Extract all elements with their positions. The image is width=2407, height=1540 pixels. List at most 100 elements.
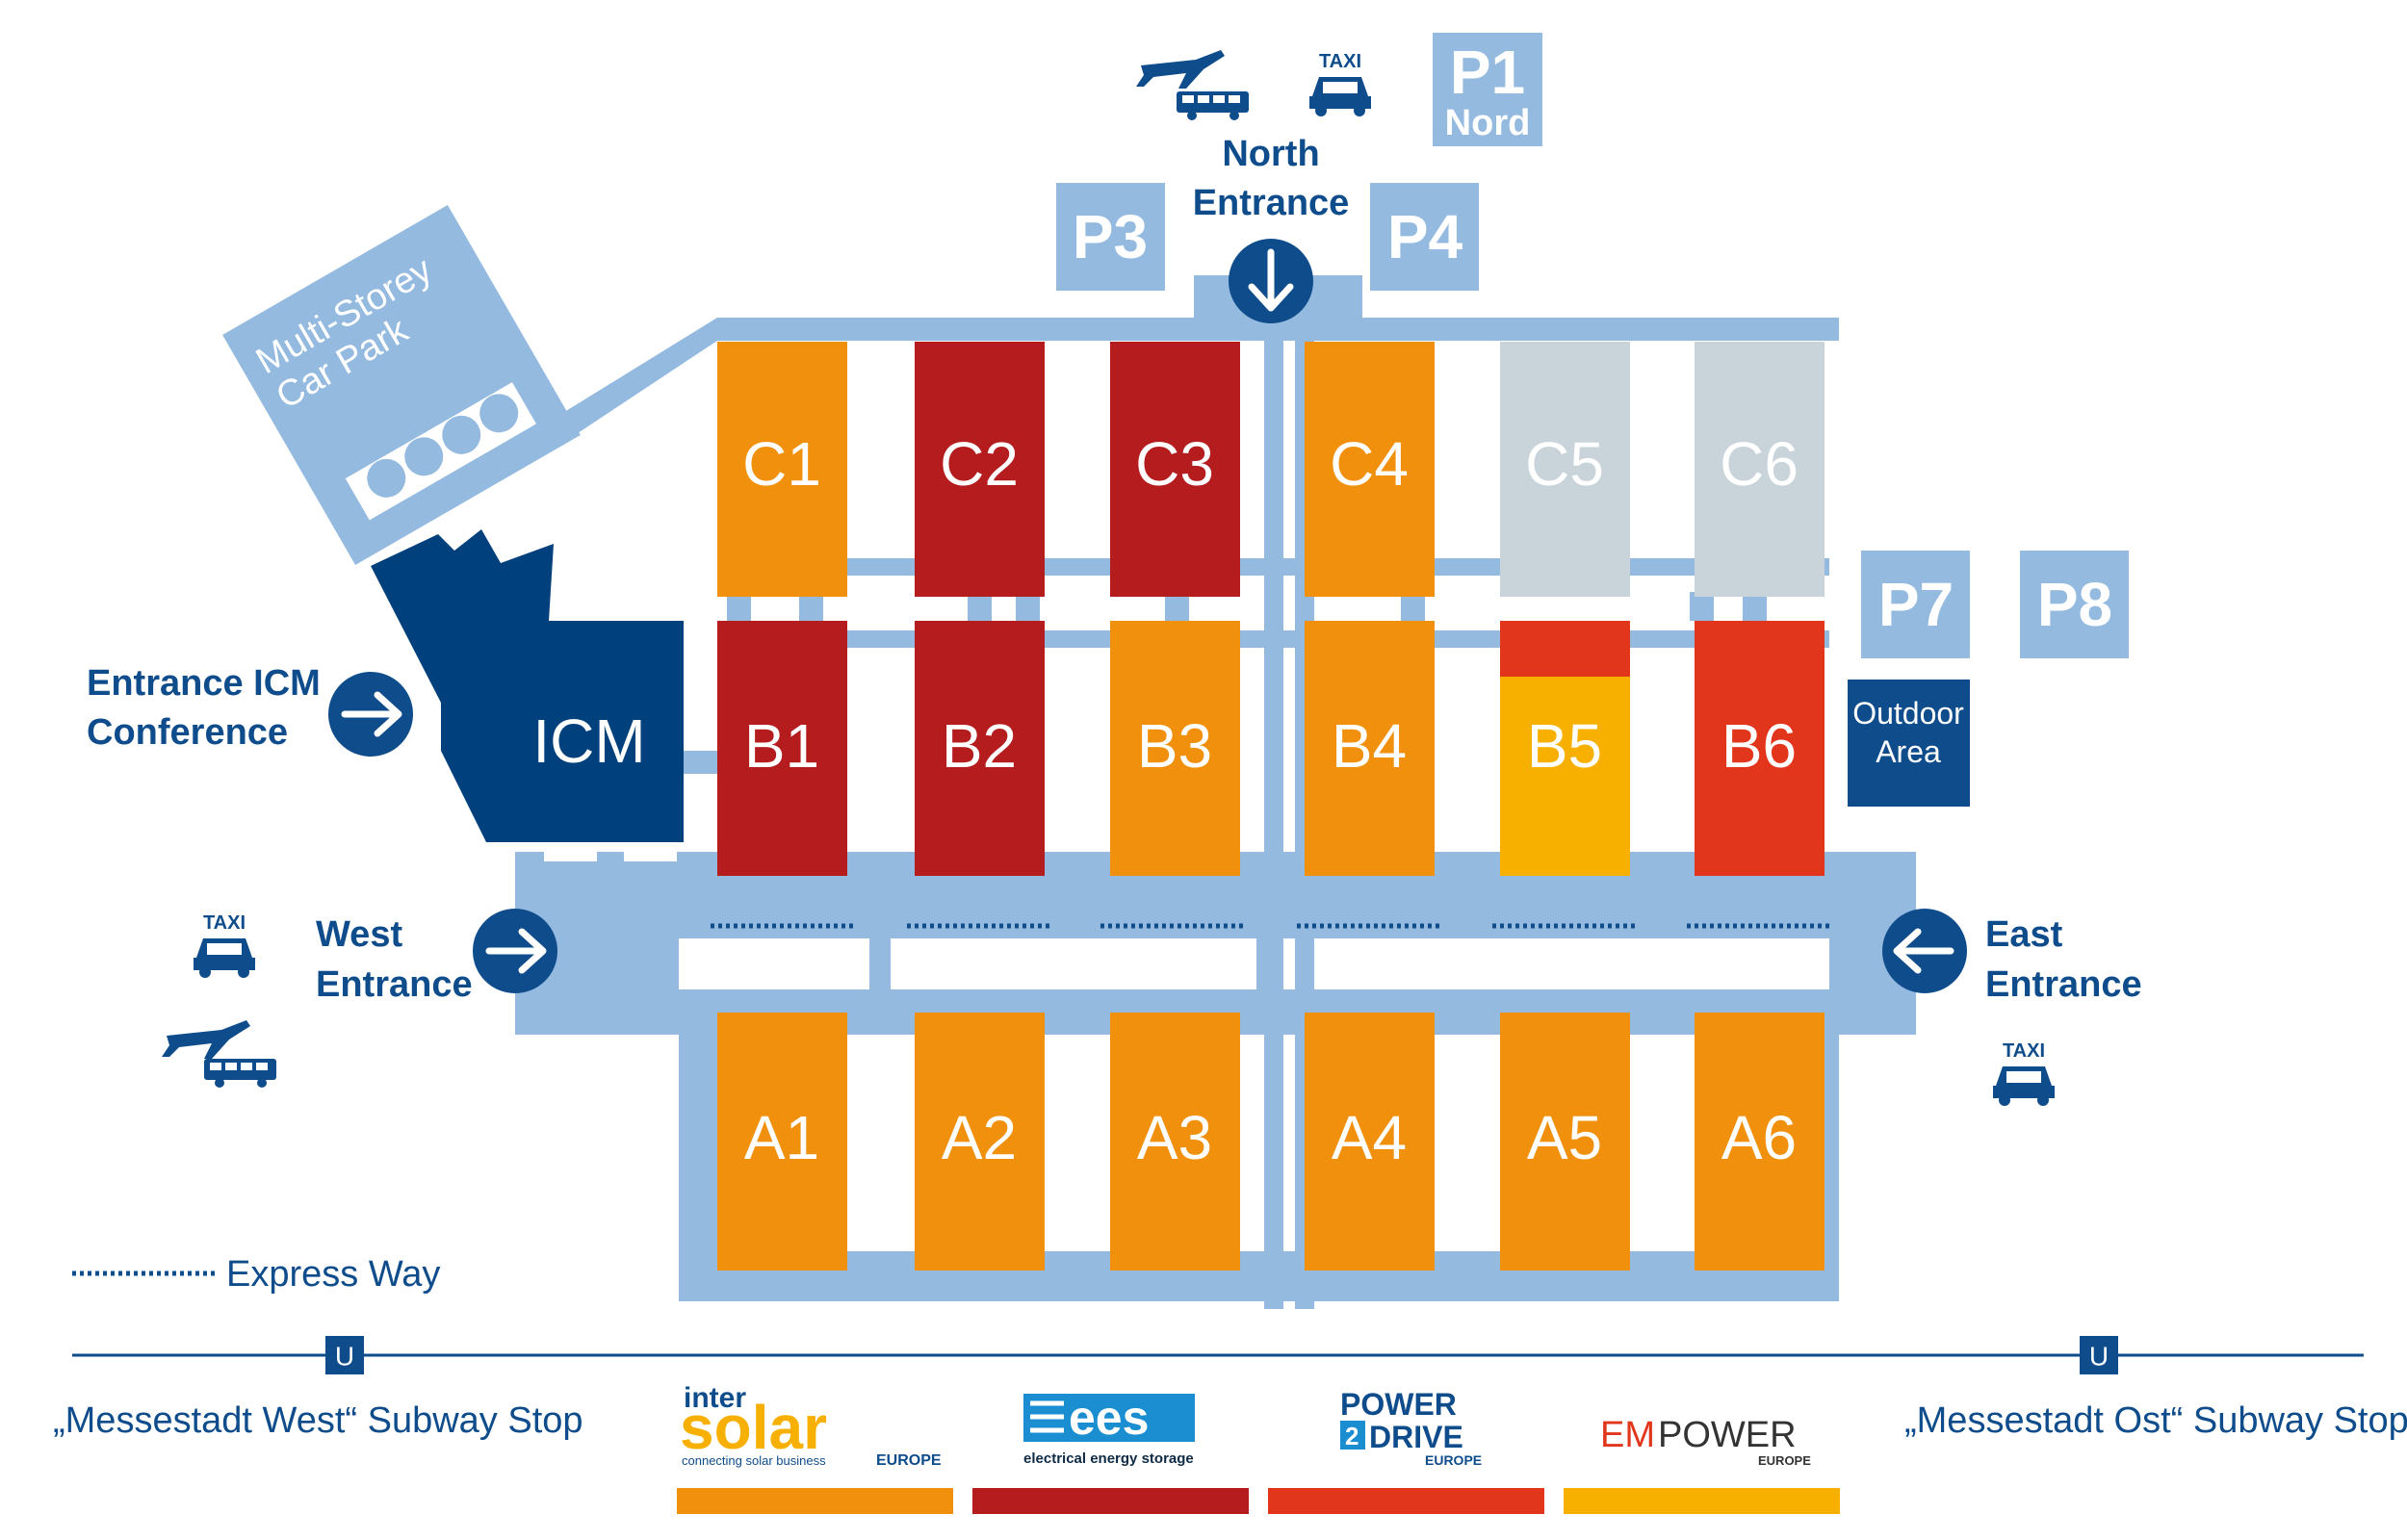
hall-b1[interactable] [717, 621, 847, 876]
ees-logo: ees electrical energy storage [1023, 1391, 1195, 1467]
hall-b6-label: B6 [1721, 711, 1797, 781]
car-park-spiral-4 [479, 394, 519, 433]
hall-b1-label: B1 [744, 711, 819, 781]
hall-c5-label: C5 [1525, 429, 1604, 499]
hall-a3[interactable] [1110, 1013, 1240, 1270]
hall-c2-label: C2 [940, 429, 1019, 499]
arrow-left-icon [1882, 909, 1967, 993]
hall-b5-top-band [1500, 621, 1630, 677]
subway-east-label: „Messestadt Ost“ Subway Stop [1904, 1400, 2407, 1441]
parking-p8[interactable]: P8 [2020, 551, 2129, 658]
subway-u-west: U [335, 1342, 354, 1372]
parking-p1[interactable]: P1 Nord [1433, 33, 1542, 146]
icm-building[interactable]: ICM [371, 529, 684, 842]
ees-lines-icon [1030, 1400, 1064, 1433]
car-park-connector [549, 318, 717, 443]
empower-region: EUROPE [1758, 1453, 1811, 1468]
ees-main: ees [1069, 1391, 1149, 1445]
ees-tagline: electrical energy storage [1023, 1450, 1194, 1467]
icm-entrance-line2: Conference [87, 712, 288, 753]
outdoor-line1: Outdoor [1852, 696, 1964, 731]
hall-c5[interactable] [1500, 342, 1630, 597]
icm-entrance[interactable]: Entrance ICM Conference [87, 663, 413, 757]
empower-em: EM [1600, 1415, 1655, 1455]
p4-sign [1370, 183, 1479, 291]
taxi-icon: TAXI [1309, 51, 1371, 116]
west-entrance-line1: West [316, 914, 402, 955]
west-entrance-line2: Entrance [316, 964, 473, 1005]
south-corridor [679, 1251, 1839, 1301]
parking-p3[interactable]: P3 [1056, 183, 1165, 291]
west-entrance[interactable]: West Entrance [316, 909, 557, 1005]
north-entrance-line1: North [1222, 134, 1319, 174]
ees-color-bar [972, 1488, 1249, 1514]
p7-sign [1861, 551, 1970, 658]
p8-label: P8 [2037, 570, 2112, 639]
car-park-spiral-3 [442, 415, 481, 454]
taxi-icon: TAXI [1993, 1040, 2055, 1106]
hall-a3-label: A3 [1137, 1103, 1212, 1172]
hall-b6[interactable] [1695, 621, 1825, 876]
east-entrance-line2: Entrance [1985, 964, 2142, 1005]
p3-sign [1056, 183, 1165, 291]
hall-a5[interactable] [1500, 1013, 1630, 1270]
east-entrance[interactable]: East Entrance [1882, 909, 2142, 1005]
power2drive-logo: POWER 2 DRIVE EUROPE [1340, 1387, 1482, 1468]
east-entrance-line1: East [1985, 914, 2063, 955]
p4-label: P4 [1387, 202, 1463, 271]
outdoor-area-box [1848, 680, 1970, 807]
hall-a1[interactable] [717, 1013, 847, 1270]
p1-sublabel: Nord [1445, 103, 1531, 143]
airport-bus-icon [1136, 50, 1249, 120]
p1-sign [1433, 33, 1542, 146]
hall-c3[interactable] [1110, 342, 1240, 597]
hall-b3-label: B3 [1137, 711, 1212, 781]
north-entrance-line2: Entrance [1193, 183, 1350, 223]
multi-storey-car-park: Multi-Storey Car Park [222, 204, 581, 566]
car-park-building [222, 204, 581, 566]
halls-row-c: C1 C2 C3 C4 C5 C6 [717, 342, 1825, 597]
p7-label: P7 [1878, 570, 1954, 639]
hall-c4[interactable] [1305, 342, 1435, 597]
airport-bus-icon [162, 1020, 276, 1088]
subway-u-icon [2080, 1336, 2118, 1374]
empower-color-bar [1564, 1488, 1840, 1514]
hall-c6-label: C6 [1720, 429, 1799, 499]
hall-c6[interactable] [1695, 342, 1825, 597]
icm-shape [371, 529, 684, 842]
car-park-spiral-2 [404, 437, 444, 476]
subway-stop-east[interactable]: U [2080, 1336, 2118, 1374]
intersolar-top: inter [684, 1382, 746, 1414]
intersolar-main: solar [680, 1393, 827, 1462]
hall-b4[interactable] [1305, 621, 1435, 876]
hall-a6[interactable] [1695, 1013, 1825, 1270]
hall-c1[interactable] [717, 342, 847, 597]
arrow-right-icon [473, 909, 557, 993]
hall-b3[interactable] [1110, 621, 1240, 876]
parking-p7[interactable]: P7 [1861, 551, 1970, 658]
taxi-label: TAXI [2003, 1040, 2045, 1062]
subway-stop-west[interactable]: U [325, 1336, 364, 1374]
arrow-down-icon [1229, 239, 1313, 323]
icm-gap-1 [544, 842, 597, 861]
south-link-west [679, 1035, 717, 1251]
outdoor-area[interactable]: Outdoor Area [1848, 680, 1970, 807]
outdoor-line2: Area [1876, 734, 1941, 769]
parking-p4[interactable]: P4 [1370, 183, 1479, 291]
p8-sign [2020, 551, 2129, 658]
subway-u-icon [325, 1336, 364, 1374]
intersolar-color-bar [677, 1488, 953, 1514]
hall-a6-label: A6 [1721, 1103, 1797, 1172]
icm-label: ICM [532, 706, 645, 776]
hall-a2[interactable] [915, 1013, 1045, 1270]
taxi-label: TAXI [203, 912, 246, 934]
hall-b2[interactable] [915, 621, 1045, 876]
express-way-legend: Express Way [72, 1254, 440, 1295]
main-concourse [515, 852, 1916, 1035]
hall-a4[interactable] [1305, 1013, 1435, 1270]
intersolar-tagline: connecting solar business [682, 1453, 826, 1468]
north-entrance[interactable]: North Entrance [1193, 134, 1350, 323]
power2drive-line1: POWER [1340, 1387, 1457, 1422]
hall-c2[interactable] [915, 342, 1045, 597]
